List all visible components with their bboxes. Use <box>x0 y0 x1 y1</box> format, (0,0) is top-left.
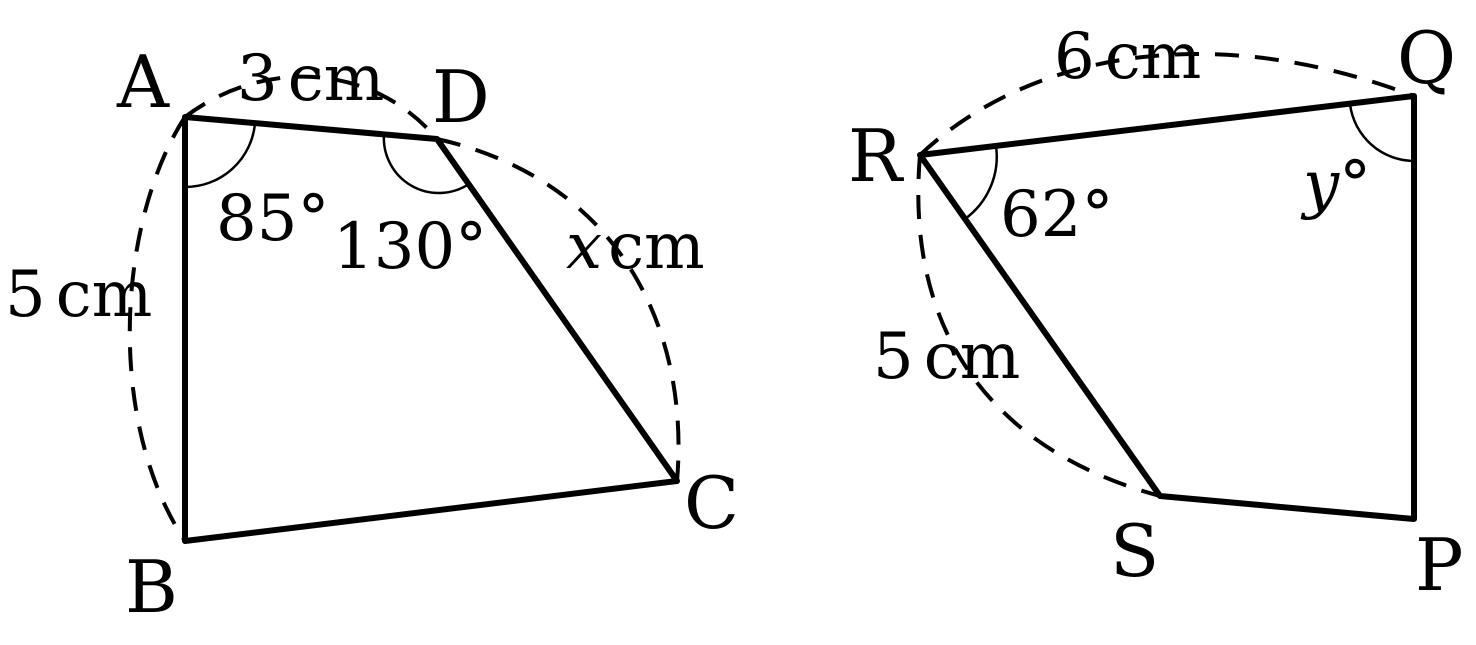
side-ad-value: 3 <box>237 42 278 116</box>
angle-q-variable: y <box>1300 148 1340 222</box>
angle-a-arc <box>184 122 257 189</box>
vertex-label-p: P <box>1415 523 1463 607</box>
angle-d-arc <box>382 133 470 195</box>
quadrilateral-abcd-outline <box>182 114 680 544</box>
vertex-label-a: A <box>116 40 170 124</box>
side-ab-unit: cm <box>56 258 153 332</box>
side-ad-unit: cm <box>288 42 385 116</box>
angle-q-arc <box>1348 103 1415 163</box>
angle-r-arc <box>964 145 998 221</box>
side-rq-value: 6 <box>1054 20 1095 94</box>
angle-q-degree: ° <box>1339 148 1371 222</box>
side-rq-unit: cm <box>1105 20 1202 94</box>
angle-q-label: y° <box>1300 148 1371 222</box>
vertex-label-b: B <box>125 545 178 629</box>
side-dc-variable: x <box>566 210 602 284</box>
angle-r-label: 62° <box>1000 178 1113 252</box>
vertex-label-q: Q <box>1397 16 1456 100</box>
side-ad-dashed-arc <box>183 74 439 141</box>
vertex-label-s: S <box>1110 509 1159 593</box>
side-ab-dashed-arc <box>127 115 187 543</box>
side-rs-value: 5 <box>873 320 914 394</box>
angle-a-label: 85° <box>216 182 329 256</box>
side-rs-unit: cm <box>924 320 1021 394</box>
angle-d-label: 130° <box>333 210 487 284</box>
side-dc-length-label: xcm <box>566 210 705 284</box>
vertex-label-c: C <box>684 461 739 545</box>
side-ab-value: 5 <box>5 258 46 332</box>
vertex-label-d: D <box>432 55 490 139</box>
side-rq-dashed-arc <box>918 52 1415 157</box>
side-dc-unit: cm <box>608 210 705 284</box>
vertex-label-r: R <box>848 114 904 198</box>
